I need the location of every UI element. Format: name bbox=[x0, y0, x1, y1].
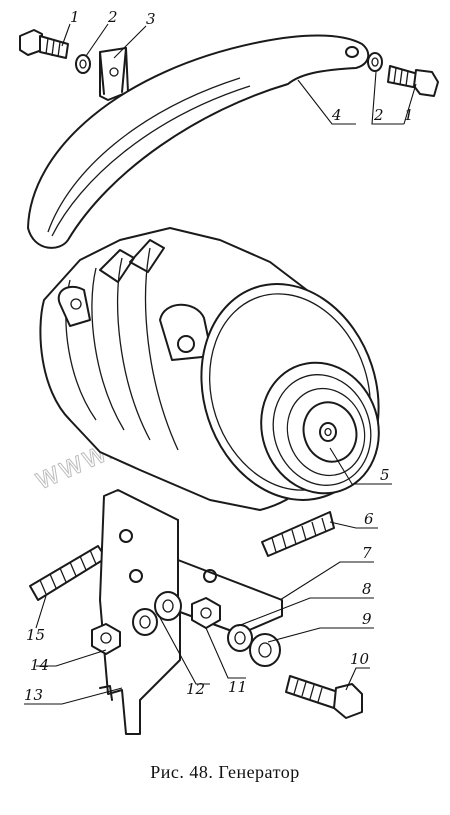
washer-8 bbox=[227, 624, 253, 652]
callout-4: 4 bbox=[331, 106, 342, 124]
washer-12b bbox=[132, 608, 158, 636]
callout-12: 12 bbox=[186, 680, 205, 698]
callout-13: 13 bbox=[24, 686, 43, 704]
stud-15 bbox=[29, 545, 107, 601]
callout-14: 14 bbox=[30, 656, 49, 674]
washer-top-left bbox=[75, 54, 91, 74]
callout-1-top-left: 1 bbox=[70, 8, 80, 26]
callout-2-top-right: 2 bbox=[373, 106, 384, 124]
callout-labels: 1 2 3 4 2 1 5 6 7 8 9 10 11 12 13 14 15 bbox=[24, 8, 414, 704]
callout-leaders bbox=[24, 23, 417, 705]
callout-9: 9 bbox=[362, 610, 372, 628]
washer-top-right bbox=[367, 52, 383, 72]
stud-6 bbox=[261, 511, 335, 557]
callout-7: 7 bbox=[362, 544, 372, 562]
bolt-top-right bbox=[387, 65, 439, 97]
callout-2-top-left: 2 bbox=[107, 8, 118, 26]
nut-14 bbox=[91, 623, 121, 655]
bolt-top-left bbox=[19, 29, 69, 59]
callout-6: 6 bbox=[364, 510, 374, 528]
washer-9 bbox=[249, 633, 281, 667]
clamp-plate bbox=[99, 47, 129, 101]
callout-15: 15 bbox=[26, 626, 45, 644]
nut-11 bbox=[191, 597, 221, 629]
callout-1-top-right: 1 bbox=[404, 106, 414, 124]
callout-3: 3 bbox=[146, 10, 156, 28]
figure-caption: Рис. 48. Генератор bbox=[150, 762, 300, 782]
callout-8: 8 bbox=[362, 580, 372, 598]
washer-12a bbox=[154, 591, 182, 621]
callout-5: 5 bbox=[380, 466, 390, 484]
tension-strap bbox=[27, 34, 370, 249]
bolt-10 bbox=[285, 675, 363, 719]
callout-11: 11 bbox=[228, 678, 247, 696]
callout-10: 10 bbox=[350, 650, 370, 668]
generator-body bbox=[39, 227, 380, 511]
